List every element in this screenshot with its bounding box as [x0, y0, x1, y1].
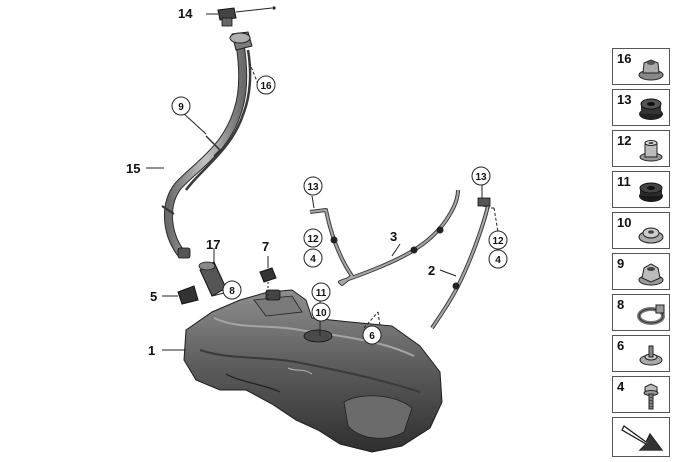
callout-7: 7 [262, 239, 269, 254]
callout-13-left: 13 [307, 182, 319, 193]
callout-labels: 1 2 3 5 7 14 15 17 [126, 6, 435, 358]
callout-1: 1 [148, 343, 155, 358]
rubber-grommet-icon [636, 94, 666, 124]
flange-nut-icon [636, 53, 666, 83]
filler-cap [217, 6, 276, 27]
tension-strap-right [430, 197, 491, 330]
fuel-tank-exploded-diagram: 1 2 3 5 7 14 15 17 9 16 8 13 12 4 11 10 … [126, 6, 508, 453]
callout-14: 14 [178, 6, 193, 21]
callout-15: 15 [126, 161, 140, 176]
washer-stud-icon [636, 340, 666, 370]
hex-collar-nut-icon [636, 258, 666, 288]
circled-callouts [171, 75, 508, 345]
washer-nut-icon [636, 217, 666, 247]
callout-4-left: 4 [310, 254, 316, 265]
callout-12-right: 12 [492, 236, 504, 247]
callout-9: 9 [178, 102, 184, 113]
legend-number: 4 [617, 379, 625, 394]
legend-item[interactable]: 9 [612, 253, 670, 290]
hex-bolt-icon [636, 381, 666, 411]
legend-number: 12 [617, 133, 632, 148]
pad [177, 285, 199, 305]
hose-clamp-icon [636, 299, 666, 329]
legend-item[interactable]: 11 [612, 171, 670, 208]
legend-item[interactable]: 10 [612, 212, 670, 249]
callout-4-right: 4 [495, 255, 501, 266]
legend-number: 11 [617, 174, 631, 189]
filler-pipe [161, 31, 253, 259]
black-grommet-icon [636, 176, 666, 206]
callout-5: 5 [150, 289, 157, 304]
callout-13-right: 13 [475, 172, 487, 183]
legend-number: 16 [617, 51, 632, 66]
circled-callout-labels: 9 16 8 13 12 4 11 10 6 13 12 4 [178, 81, 504, 342]
legend-item[interactable]: 6 [612, 335, 670, 372]
legend-number: 6 [617, 338, 625, 353]
pad-small [259, 267, 277, 300]
direction-arrow-icon [621, 425, 664, 451]
legend-number: 8 [617, 297, 625, 312]
legend-item[interactable]: 12 [612, 130, 670, 167]
callout-10: 10 [315, 308, 327, 319]
tension-strap-left [309, 189, 460, 286]
callout-2: 2 [428, 263, 435, 278]
legend-number: 9 [617, 256, 625, 271]
callout-6: 6 [369, 331, 375, 342]
legend-item[interactable]: 8 [612, 294, 670, 331]
callout-16: 16 [260, 81, 272, 92]
callout-8: 8 [229, 286, 235, 297]
callout-12-left: 12 [307, 234, 319, 245]
legend-number: 10 [617, 215, 632, 230]
legend-number: 13 [617, 92, 632, 107]
legend-item[interactable]: 4 [612, 376, 670, 413]
connecting-hose [198, 261, 227, 297]
legend-item[interactable]: 16 [612, 48, 670, 85]
parts-legend: 16 13 12 11 10 9 8 [612, 48, 672, 461]
callout-3: 3 [390, 229, 397, 244]
legend-arrow-item[interactable] [612, 417, 670, 457]
callout-11: 11 [316, 288, 327, 299]
spacer-sleeve-icon [636, 135, 666, 165]
legend-item[interactable]: 13 [612, 89, 670, 126]
callout-17: 17 [206, 237, 220, 252]
